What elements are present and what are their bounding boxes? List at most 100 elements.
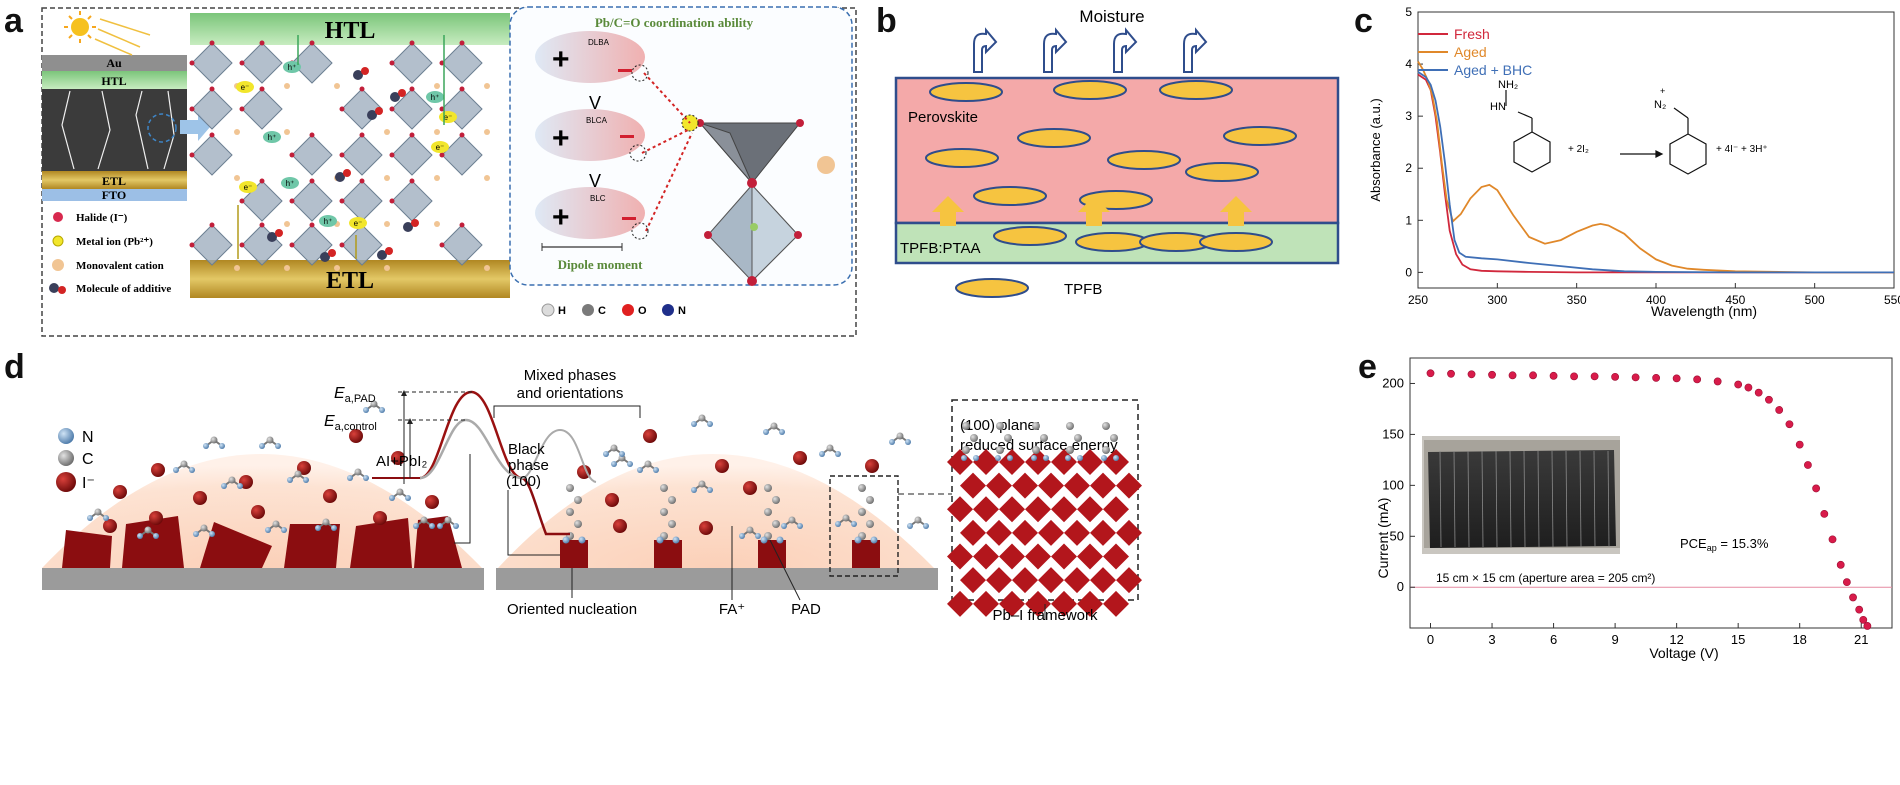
moisture-arrows <box>973 27 1208 73</box>
fa-molecule <box>691 414 713 427</box>
c-series <box>1417 61 1894 274</box>
c-series-line-1 <box>1417 61 1894 274</box>
reaction-plus-sup: + <box>1660 86 1665 96</box>
legend-additive: Molecule of additive <box>76 283 171 295</box>
halide-atom <box>389 152 395 158</box>
cation <box>434 129 440 135</box>
iodide-ion <box>605 493 619 507</box>
halide-atom <box>309 178 315 184</box>
size-label: 15 cm × 15 cm (aperture area = 205 cm²) <box>1436 571 1655 585</box>
e-xlabel: Voltage (V) <box>1649 645 1718 661</box>
panel-d-diagram: N C I⁻ Ea,PAD Ea,control AI+PbI₂ Mixed <box>42 367 1142 624</box>
e-data-point <box>1849 593 1857 602</box>
fa-nitrogen <box>653 467 659 473</box>
halide-atom <box>409 40 415 46</box>
pbi-octahedron <box>947 496 973 523</box>
e-data-point <box>1713 377 1722 386</box>
fa-molecule <box>739 526 761 539</box>
reactants-label: AI+PbI₂ <box>376 453 427 470</box>
cation <box>484 175 490 181</box>
dipole-arrow <box>541 243 623 251</box>
c-ytick-label: 2 <box>1405 161 1412 175</box>
fa-carbon <box>200 524 208 532</box>
c-xtick-label: 250 <box>1408 293 1428 307</box>
fa-nitrogen <box>209 531 215 537</box>
fa-molecule <box>413 516 435 529</box>
halide-atom <box>209 86 215 92</box>
fa-carbon <box>272 520 280 528</box>
fa-molecule <box>287 470 309 483</box>
pad-carbon <box>660 484 668 492</box>
fa-molecule <box>889 432 911 445</box>
legend-n: N <box>82 429 94 446</box>
e-data-point <box>1754 388 1763 397</box>
cation <box>234 175 240 181</box>
additive-oxygen <box>385 247 393 255</box>
hole-label: h⁺ <box>268 133 277 142</box>
pad-carbon <box>566 508 574 516</box>
cation <box>234 265 240 271</box>
halide-atom <box>409 132 415 138</box>
fa-nitrogen <box>259 443 265 449</box>
halide-atom <box>459 132 465 138</box>
dipole-moment-label: Dipole moment <box>558 257 644 272</box>
hole-marker <box>426 91 444 103</box>
c-xtick-label: 500 <box>1805 293 1825 307</box>
pbi-octahedron <box>999 590 1025 617</box>
iodide-ion <box>613 519 627 533</box>
pad-carbon <box>764 508 772 516</box>
fa-nitrogen <box>907 523 913 529</box>
octahedron <box>391 42 433 84</box>
fa-carbon <box>698 480 706 488</box>
fa-molecule <box>137 526 159 539</box>
halide-atom <box>189 60 195 66</box>
svg-text:BLCA: BLCA <box>586 116 608 125</box>
pbi-octahedron <box>1025 496 1051 523</box>
fa-nitrogen <box>691 421 697 427</box>
e-ytick-label: 50 <box>1390 528 1404 543</box>
additive-oxygen <box>375 107 383 115</box>
e-data-point <box>1508 371 1517 380</box>
cation <box>434 175 440 181</box>
hole-label: h⁺ <box>431 93 440 102</box>
halide-atom <box>439 152 445 158</box>
etl-bar <box>190 260 510 298</box>
additive-molecule <box>353 70 363 80</box>
upward-arrows <box>932 196 1252 226</box>
cell-gridline <box>1453 450 1456 548</box>
c-ytick-label: 1 <box>1405 213 1412 227</box>
electron-label: e⁻ <box>444 113 453 122</box>
panel-label-a: a <box>4 2 23 40</box>
surface-pad-carbon <box>962 422 970 430</box>
less-than-2: V <box>589 171 601 191</box>
fa-molecule <box>763 422 785 435</box>
pbi-octahedron <box>1090 567 1116 594</box>
surface-pad-carbon <box>1004 434 1012 442</box>
halide-atom <box>339 106 345 112</box>
bracket <box>493 405 641 418</box>
cation <box>434 83 440 89</box>
e-xtick-label: 12 <box>1669 632 1683 647</box>
cell-gridline <box>1565 450 1568 548</box>
octahedron <box>391 134 433 176</box>
cation <box>334 83 340 89</box>
svg-text:+: + <box>552 122 570 155</box>
coordination-lines <box>641 72 693 232</box>
reaction-2i2: + 2I₂ <box>1568 144 1589 155</box>
svg-text:+: + <box>552 43 570 76</box>
halide-atom <box>289 152 295 158</box>
zoom-box <box>829 475 899 577</box>
oriented-nucleation-label: Oriented nucleation <box>507 601 637 618</box>
surface-pad-nitrogen <box>1007 455 1013 461</box>
pad-carbon <box>866 496 874 504</box>
octahedron <box>191 88 233 130</box>
molecules-layer <box>87 400 929 544</box>
hole-label: h⁺ <box>288 63 297 72</box>
fa-molecule <box>691 480 713 493</box>
c-xtick-label: 450 <box>1725 293 1745 307</box>
e-data-point <box>1652 373 1661 382</box>
fa-carbon <box>370 400 378 408</box>
surface-pad-nitrogen <box>1031 455 1037 461</box>
octahedron <box>191 224 233 266</box>
fa-label: FA⁺ <box>719 601 745 618</box>
